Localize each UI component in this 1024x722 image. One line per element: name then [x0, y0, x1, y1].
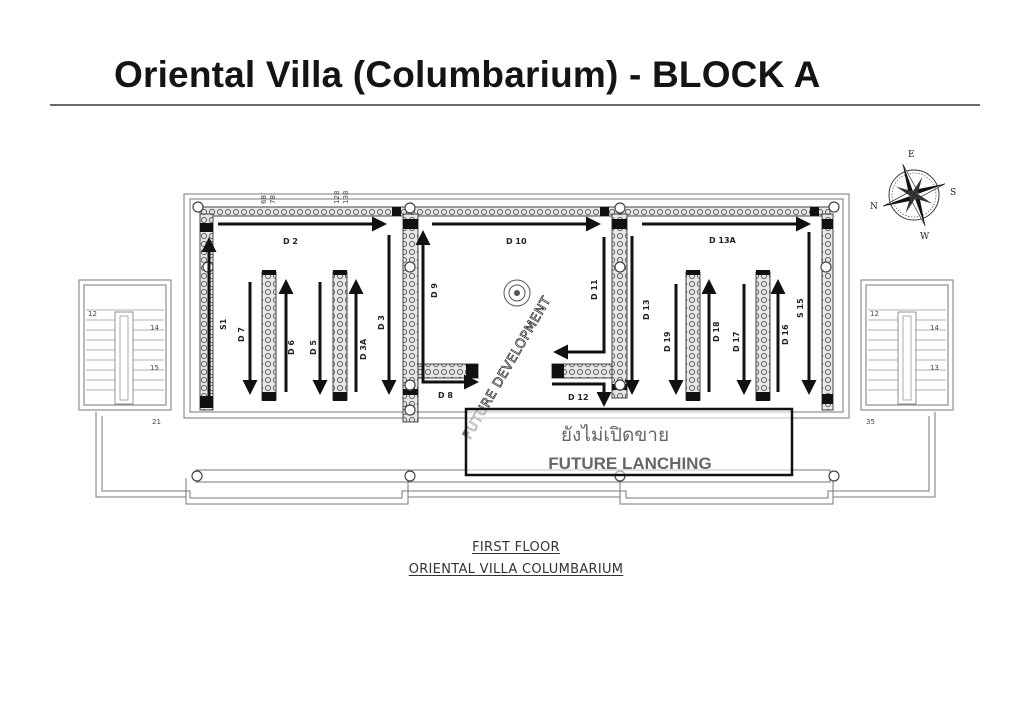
- zone-label-d18: D 18: [712, 321, 721, 342]
- niche-number: 68: [260, 195, 268, 204]
- caption-name-text: ORIENTAL VILLA COLUMBARIUM: [408, 562, 624, 577]
- niche-number: 78: [269, 195, 277, 204]
- arrow-d12: [552, 382, 612, 407]
- plan-caption-name: ORIENTAL VILLA COLUMBARIUM: [4, 562, 1024, 577]
- compass-letter-w: W: [920, 232, 930, 242]
- plan-caption-floor: FIRST FLOOR: [4, 540, 1024, 555]
- right-staircase: [868, 309, 946, 405]
- zone-label-s15: S 15: [796, 298, 805, 318]
- title-divider: [50, 104, 980, 106]
- niche-number: 128: [333, 191, 341, 204]
- stair-number: 13: [930, 364, 939, 372]
- zone-label-d13a: D 13A: [709, 236, 737, 245]
- future-box-thai-text: ยังไม่เปิดขาย: [561, 424, 669, 446]
- future-launching-box: ยังไม่เปิดขาย FUTURE LANCHING: [464, 407, 794, 477]
- zone-label-d17: D 17: [732, 331, 741, 352]
- future-box-english-text: FUTURE LANCHING: [548, 454, 711, 473]
- zone-label-d3: D 3: [377, 315, 386, 330]
- zone-label-d7: D 7: [237, 327, 246, 342]
- stair-number: 21: [152, 418, 161, 426]
- niche-number: 138: [342, 191, 350, 204]
- stair-number: 12: [88, 310, 97, 318]
- zone-label-d8: D 8: [438, 391, 453, 400]
- central-fountain: [503, 279, 531, 307]
- zone-label-d3a: D 3A: [359, 338, 368, 360]
- zone-label-d6: D 6: [287, 340, 296, 355]
- zone-label-d19: D 19: [663, 331, 672, 352]
- columns: [191, 201, 840, 482]
- left-staircase: [86, 309, 164, 405]
- stair-number: 14: [930, 324, 939, 332]
- zone-label-d16: D 16: [781, 324, 790, 345]
- stair-number: 15: [150, 364, 159, 372]
- niche-numbers: 68 78 128 138 12 14 15 21 12 14 13 35: [88, 191, 939, 426]
- zone-label-d11: D 11: [590, 279, 599, 300]
- stair-number: 12: [870, 310, 879, 318]
- zone-label-d5: D 5: [309, 340, 318, 355]
- stair-number: 14: [150, 324, 159, 332]
- arrow-d11: [553, 237, 606, 360]
- compass-letter-e: E: [908, 150, 915, 160]
- zone-label-d2: D 2: [283, 237, 298, 246]
- zone-label-d13: D 13: [642, 299, 651, 320]
- direction-arrows: [201, 216, 817, 407]
- zone-labels: D 2 S1 D 7 D 6 D 5 D 3A D 3 D 9 D 10 D 1…: [219, 236, 805, 402]
- page-title: Oriental Villa (Columbarium) - BLOCK A: [114, 54, 821, 95]
- zone-label-d9: D 9: [430, 283, 439, 298]
- compass-letter-n: N: [870, 202, 878, 212]
- zone-label-s1: S1: [219, 318, 228, 330]
- arrow-d8: [421, 353, 479, 390]
- compass-rose-icon: E S W N: [870, 150, 956, 242]
- zone-label-d10: D 10: [506, 237, 527, 246]
- stair-number: 35: [866, 418, 875, 426]
- zone-label-d12: D 12: [568, 393, 589, 402]
- caption-floor-text: FIRST FLOOR: [472, 540, 560, 555]
- compass-letter-s: S: [950, 188, 956, 198]
